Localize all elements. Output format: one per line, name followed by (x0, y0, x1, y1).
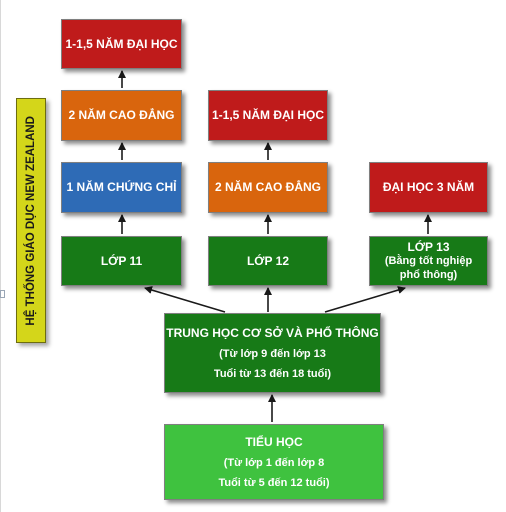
box-primary-grades: (Từ lớp 1 đến lớp 8 (223, 456, 325, 469)
box-grade13: LỚP 13 (Bằng tốt nghiệp phổ thông) (369, 236, 488, 286)
arrow-secondary-to-grade11 (144, 286, 226, 313)
left-frame-line (0, 0, 1, 512)
arrow-secondary-to-grade13 (324, 286, 406, 313)
box-grade13-title: LỚP 13 (407, 239, 450, 254)
box-university-col1: 1-1,5 NĂM ĐẠI HỌC (61, 19, 182, 69)
box-grade11: LỚP 11 (61, 236, 182, 286)
box-university-col3-label: ĐẠI HỌC 3 NĂM (382, 180, 475, 194)
side-label-new-zealand-education: HỆ THỐNG GIÁO DỤC NEW ZEALAND (16, 98, 46, 343)
box-college-col2: 2 NĂM CAO ĐẲNG (208, 162, 328, 213)
side-label-text: HỆ THỐNG GIÁO DỤC NEW ZEALAND (25, 115, 37, 326)
box-university-col2: 1-1,5 NĂM ĐẠI HỌC (208, 90, 328, 141)
box-primary-school: TIỂU HỌC (Từ lớp 1 đến lớp 8 Tuổi từ 5 đ… (164, 424, 384, 500)
box-grade13-sub2: phổ thông) (399, 268, 458, 281)
box-university-col1-label: 1-1,5 NĂM ĐẠI HỌC (65, 36, 178, 51)
box-grade13-sub1: (Bằng tốt nghiệp (384, 254, 473, 267)
box-college-col1: 2 NĂM CAO ĐẲNG (61, 90, 182, 141)
box-secondary-title: TRUNG HỌC CƠ SỞ VÀ PHỔ THÔNG (166, 325, 379, 340)
box-certificate-col1: 1 NĂM CHỨNG CHỈ (61, 162, 182, 213)
box-secondary-school: TRUNG HỌC CƠ SỞ VÀ PHỔ THÔNG (Từ lớp 9 đ… (164, 313, 381, 393)
box-primary-ages: Tuổi từ 5 đến 12 tuổi) (218, 477, 330, 490)
box-certificate-col1-label: 1 NĂM CHỨNG CHỈ (66, 180, 177, 194)
box-primary-title: TIỂU HỌC (245, 434, 303, 449)
box-college-col1-label: 2 NĂM CAO ĐẲNG (68, 108, 175, 122)
box-grade12: LỚP 12 (208, 236, 328, 286)
box-secondary-ages: Tuổi từ 13 đến 18 tuổi) (213, 368, 332, 381)
box-college-col2-label: 2 NĂM CAO ĐẲNG (214, 180, 321, 194)
frame-handle (0, 290, 5, 298)
box-university-col2-label: 1-1,5 NĂM ĐẠI HỌC (211, 108, 324, 122)
box-secondary-grades: (Từ lớp 9 đến lớp 13 (219, 347, 326, 360)
box-grade12-label: LỚP 12 (246, 253, 290, 268)
box-university-col3: ĐẠI HỌC 3 NĂM (369, 162, 488, 213)
box-grade11-label: LỚP 11 (100, 253, 143, 268)
